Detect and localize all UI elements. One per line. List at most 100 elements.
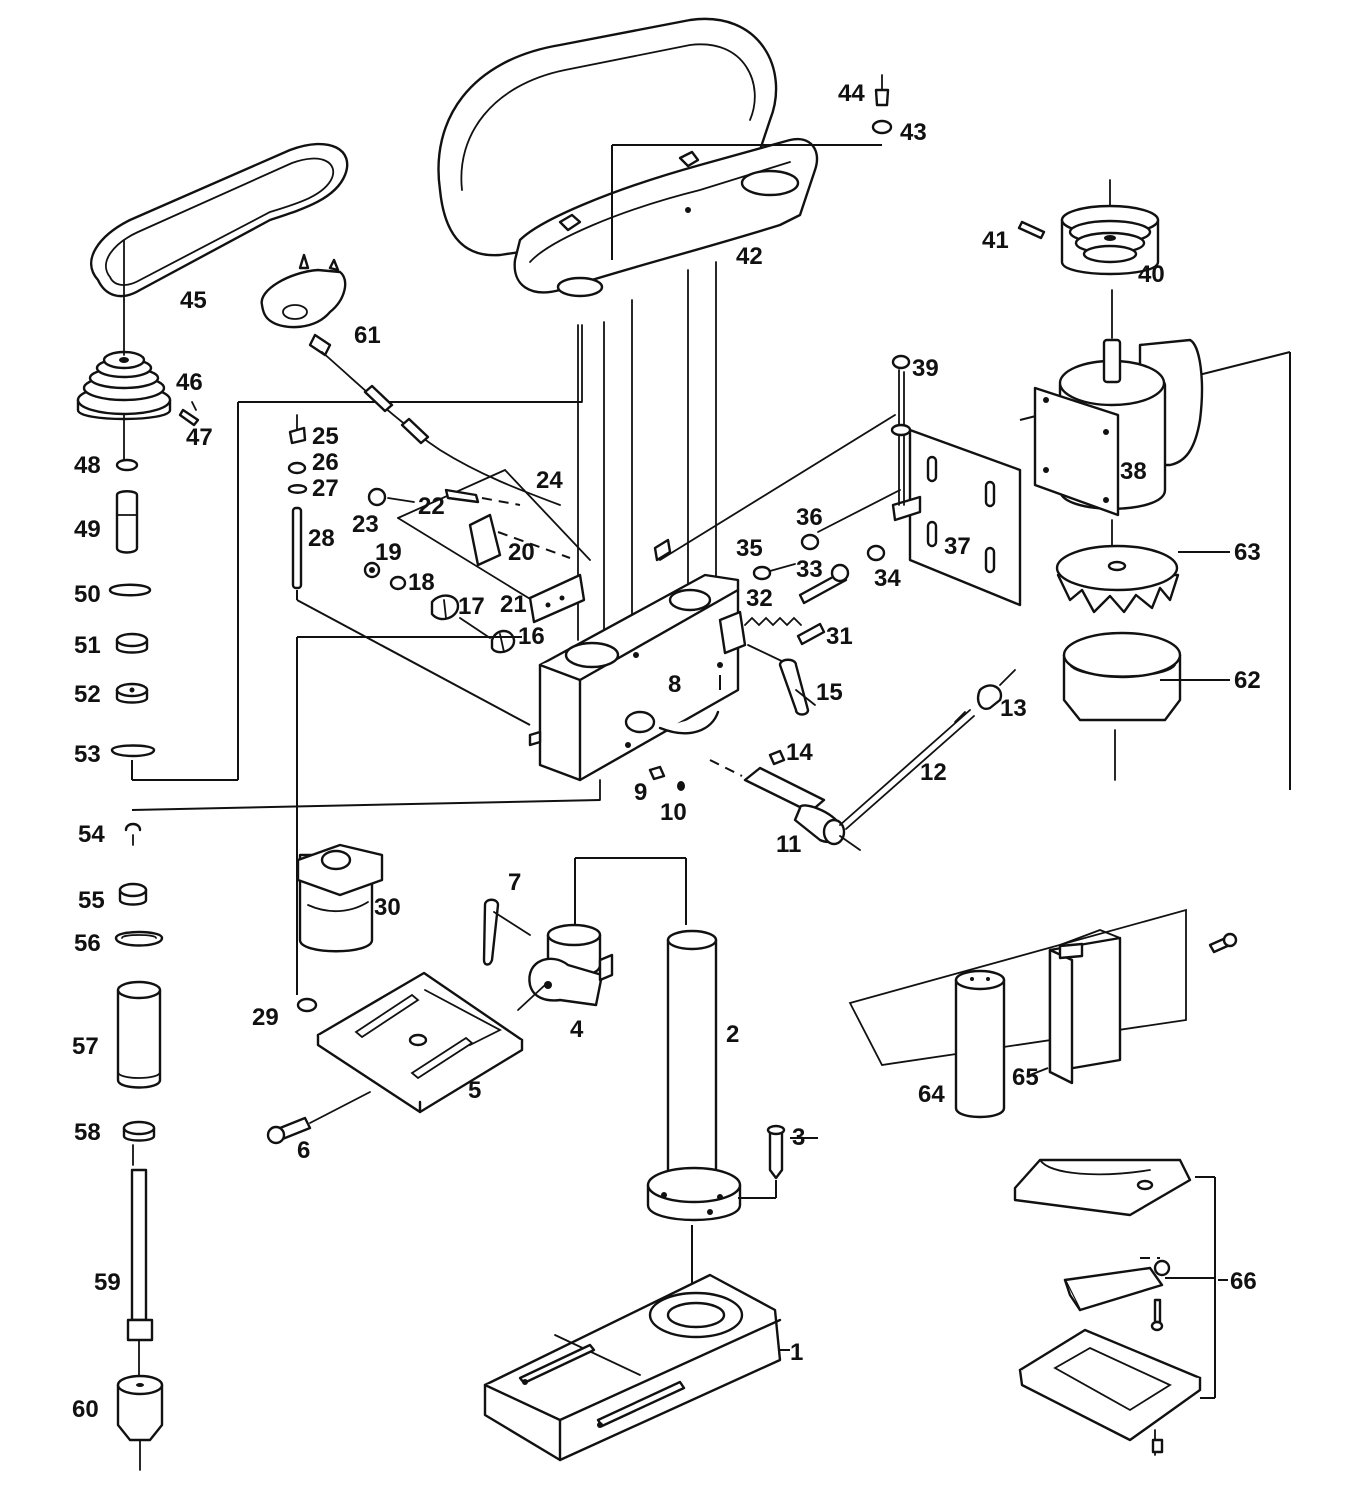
callout-58: 58 (74, 1119, 101, 1146)
callout-36: 36 (796, 504, 823, 531)
callout-47: 47 (186, 424, 213, 451)
switch-bracket (367, 468, 591, 624)
callout-19: 19 (375, 539, 402, 566)
callout-1: 1 (790, 1339, 803, 1366)
capacitor-panel (848, 908, 1187, 1066)
callout-38: 38 (1120, 458, 1147, 485)
callout-41: 41 (982, 227, 1009, 254)
callout-12: 12 (920, 759, 947, 786)
callout-40: 40 (1138, 261, 1165, 288)
callout-55: 55 (78, 887, 105, 914)
belt-guard-cover (437, 17, 882, 298)
v-belt (90, 142, 349, 301)
callout-46: 46 (176, 369, 203, 396)
callout-65: 65 (1012, 1064, 1039, 1091)
callout-27: 27 (312, 475, 339, 502)
motor-pulley (1017, 179, 1160, 276)
head-casting (131, 538, 747, 811)
callout-5: 5 (468, 1077, 481, 1104)
callout-51: 51 (74, 632, 101, 659)
motor-fan (1055, 544, 1180, 614)
switch-bracket-lines (1165, 1176, 1216, 1399)
callout-43: 43 (900, 119, 927, 146)
power-cord (260, 253, 561, 506)
callout-56: 56 (74, 930, 101, 957)
callout-9: 9 (634, 779, 647, 806)
callout-6: 6 (297, 1137, 310, 1164)
callout-53: 53 (74, 741, 101, 768)
callout-32: 32 (746, 585, 773, 612)
callout-42: 42 (736, 243, 763, 270)
callout-8: 8 (668, 671, 681, 698)
callout-30: 30 (374, 894, 401, 921)
callout-10: 10 (660, 799, 687, 826)
callout-16: 16 (518, 623, 545, 650)
callout-64: 64 (918, 1081, 945, 1108)
callout-37: 37 (944, 533, 971, 560)
callout-22: 22 (418, 493, 445, 520)
callout-11: 11 (776, 831, 801, 858)
callout-33: 33 (796, 556, 823, 583)
callout-35: 35 (736, 535, 763, 562)
work-table (316, 971, 546, 1114)
callout-57: 57 (72, 1033, 99, 1060)
callout-labels: 1 2 3 4 5 6 7 8 9 10 11 12 13 14 15 16 1… (72, 80, 1261, 1423)
callout-4: 4 (570, 1016, 584, 1043)
callout-24: 24 (536, 467, 563, 494)
motor-bracket (890, 351, 1291, 790)
callout-18: 18 (408, 569, 435, 596)
callout-3: 3 (792, 1124, 805, 1151)
callout-17: 17 (458, 593, 485, 620)
leader-lines (778, 551, 1230, 1351)
callout-50: 50 (74, 581, 101, 608)
spindle-pulley (76, 299, 200, 461)
callout-20: 20 (508, 539, 535, 566)
motor-end-cover (1062, 631, 1182, 781)
switch-plate (1063, 1257, 1171, 1332)
callout-34: 34 (874, 565, 901, 592)
capacitor (954, 969, 1006, 1119)
callout-63: 63 (1234, 539, 1261, 566)
return-spring-parts (659, 414, 901, 716)
callout-44: 44 (838, 80, 865, 107)
callout-26: 26 (312, 449, 339, 476)
callout-39: 39 (912, 355, 939, 382)
callout-7: 7 (508, 869, 521, 896)
switch-cover-top (1013, 1158, 1192, 1217)
depth-stop-rod (287, 414, 531, 726)
table-lock-bolt (266, 1091, 371, 1145)
callout-23: 23 (352, 511, 379, 538)
callout-54: 54 (78, 821, 105, 848)
capacitor-box (1048, 929, 1238, 1085)
callout-13: 13 (1000, 695, 1027, 722)
spindle-sleeve-parts (108, 401, 582, 781)
callout-48: 48 (74, 452, 101, 479)
depth-stop-collar (296, 636, 522, 1013)
callout-2: 2 (726, 1021, 739, 1048)
callout-59: 59 (94, 1269, 121, 1296)
switch-box-bottom (1018, 1328, 1202, 1456)
guard-posts (577, 261, 717, 656)
spindle-lower-parts (114, 822, 164, 1471)
callout-45: 45 (180, 287, 207, 314)
base (483, 1273, 782, 1462)
callout-29: 29 (252, 1004, 279, 1031)
callout-21: 21 (500, 591, 527, 618)
callout-66: 66 (1230, 1268, 1257, 1295)
guard-knob (871, 74, 893, 135)
callout-62: 62 (1234, 667, 1261, 694)
callout-15: 15 (816, 679, 843, 706)
callout-49: 49 (74, 516, 101, 543)
callout-28: 28 (308, 525, 335, 552)
callout-14: 14 (786, 739, 813, 766)
motor (1033, 289, 1204, 561)
column (646, 858, 786, 1300)
callout-31: 31 (826, 623, 853, 650)
callout-25: 25 (312, 423, 339, 450)
table-support-bracket (482, 857, 686, 1007)
quill-parts (648, 669, 1016, 851)
callout-61: 61 (354, 322, 381, 349)
callout-52: 52 (74, 681, 101, 708)
callout-60: 60 (72, 1396, 99, 1423)
